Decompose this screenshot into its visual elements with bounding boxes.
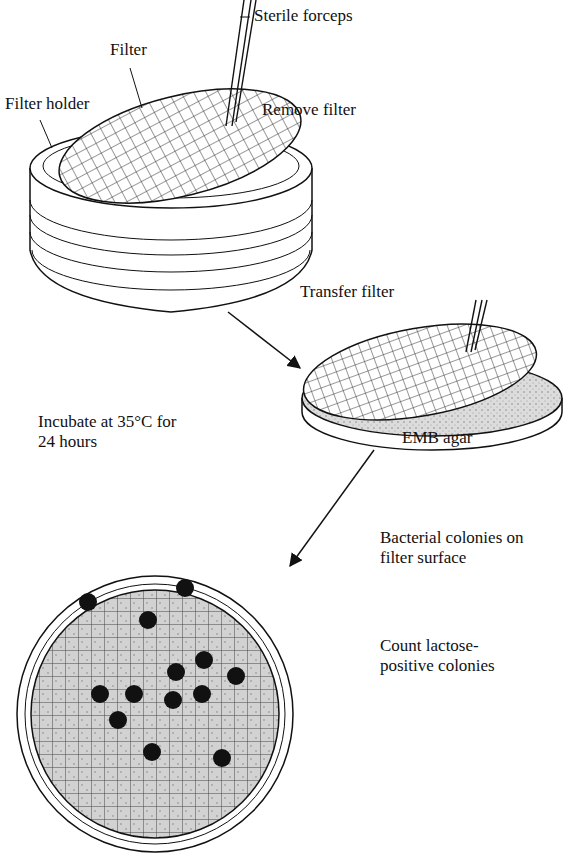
part-name-holder: Bacterial colonies on filter surface — [380, 528, 525, 569]
emb-agar-dish — [296, 308, 562, 450]
step-note-holder: Remove filter — [262, 100, 356, 120]
part-name-holder: Filter holder — [5, 94, 90, 114]
part-name: Sterile forceps — [254, 6, 353, 26]
step-note: Incubate at 35°C for 24 hours — [38, 412, 178, 453]
part-name: Filter holder — [5, 94, 90, 114]
step-note-holder: Incubate at 35°C for 24 hours — [38, 412, 178, 453]
step-note: Transfer filter — [300, 282, 394, 302]
part-name: Filter — [110, 40, 147, 60]
part-name-holder: Filter — [110, 40, 147, 60]
step-arrow — [228, 312, 300, 368]
step-note: Remove filter — [262, 100, 356, 120]
part-name-holder: Sterile forceps — [254, 6, 353, 26]
step-arrow — [290, 450, 374, 566]
part-name: Bacterial colonies on filter surface — [380, 528, 525, 569]
step-note-holder: Count lactose-positive colonies — [380, 636, 512, 677]
step-note-holder: Transfer filter — [300, 282, 394, 302]
leader-line — [40, 17, 250, 148]
petri-dish-top-view — [17, 576, 293, 852]
step-note: Count lactose-positive colonies — [380, 636, 512, 677]
part-name: EMB agar — [402, 428, 472, 448]
sterile-forceps — [466, 300, 487, 352]
part-name-holder: EMB agar — [402, 428, 472, 448]
bacterial-colonies — [79, 579, 245, 767]
sterile-forceps — [226, 0, 256, 126]
